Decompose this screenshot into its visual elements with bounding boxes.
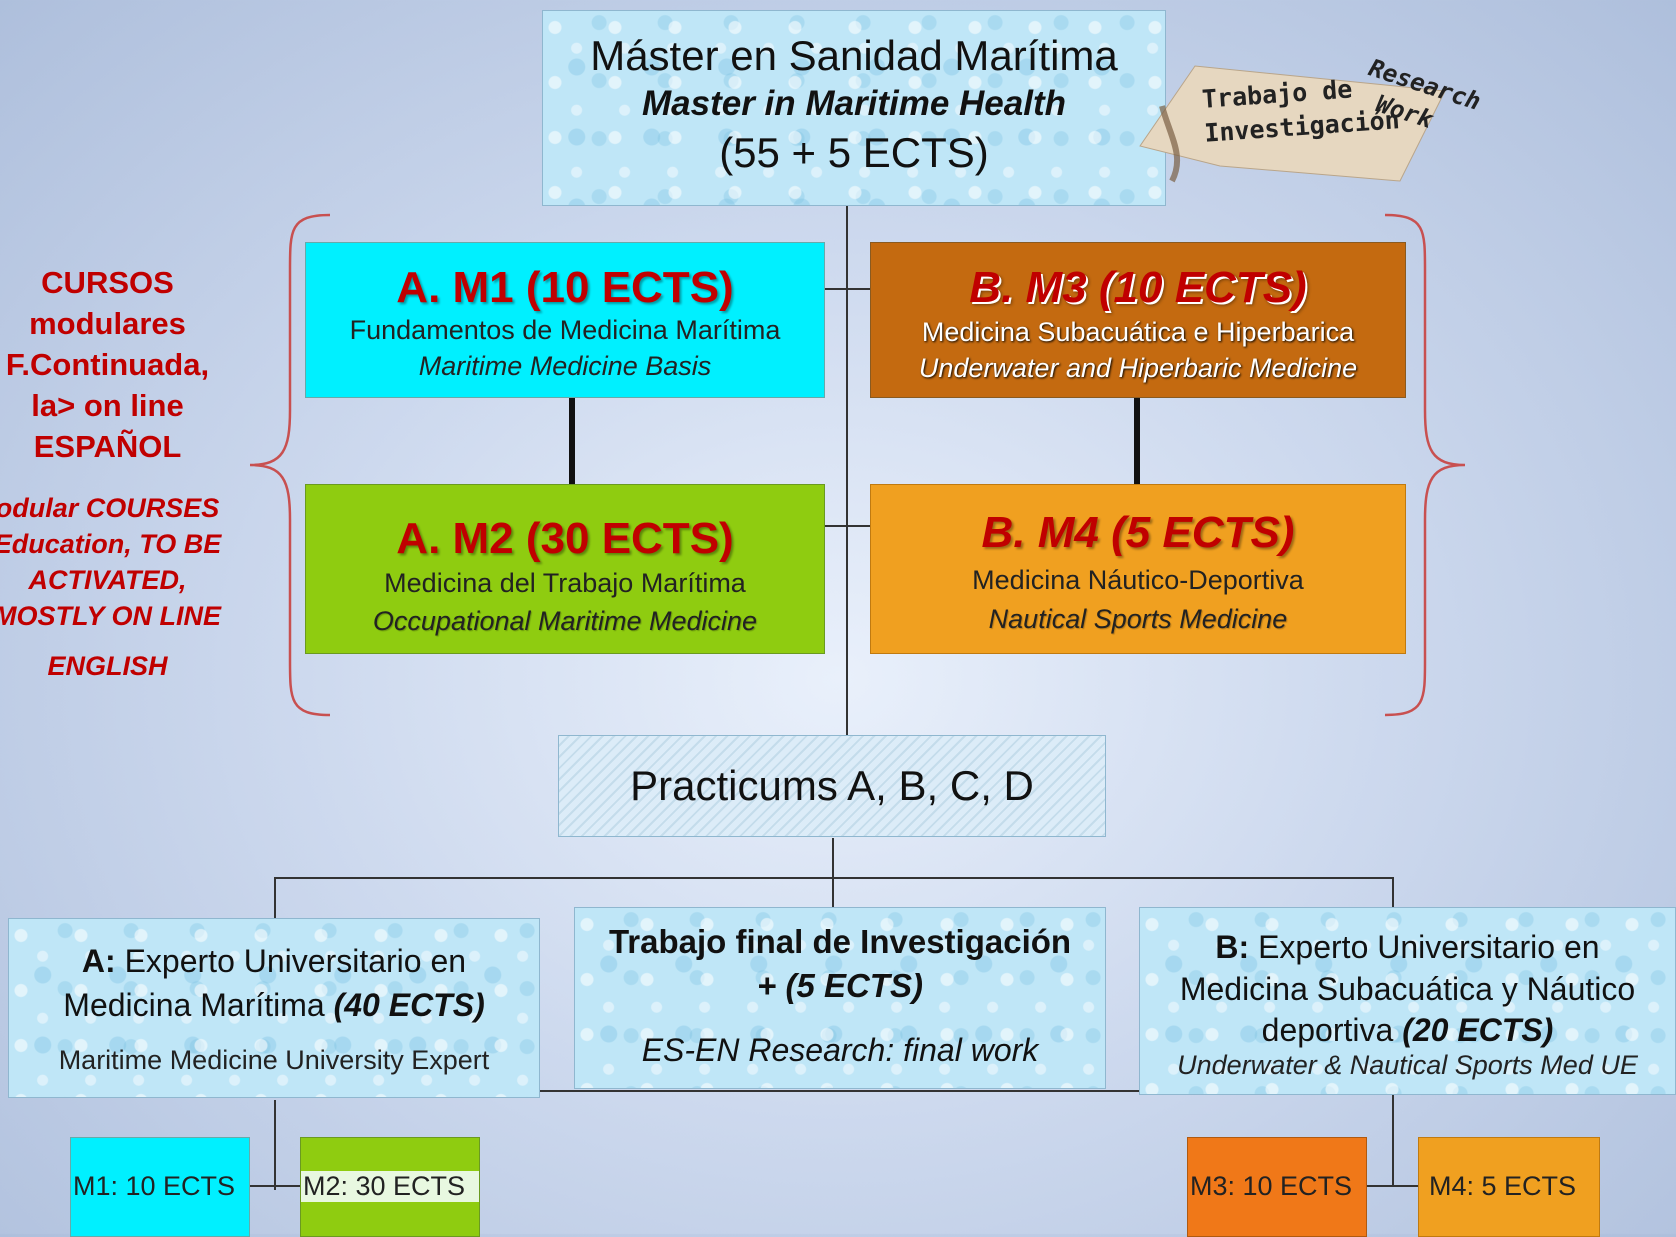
module-m4-box: B. M4 (5 ECTS) Medicina Náutico-Deportiv… [870,484,1406,654]
connector-bottom-link [538,1090,1140,1092]
connector-bottom-bar [274,877,1394,879]
connector-right-drop [1392,877,1394,907]
connector-mini-m1-m2 [250,1185,302,1187]
practicums-box: Practicums A, B, C, D [558,735,1106,837]
expert-b-line1-text: Experto Universitario en [1249,929,1600,965]
final-work-line2: + (5 ECTS) [757,967,923,1004]
module-m1-box: A. M1 (10 ECTS) Fundamentos de Medicina … [305,242,825,398]
module-m1-en: Maritime Medicine Basis [418,351,712,381]
right-brace [1384,213,1466,717]
master-title-es: Máster en Sanidad Marítima [590,32,1118,79]
expert-a-box: A: Experto Universitario en Medicina Mar… [8,918,540,1098]
left-note-es-line: la> on line [31,388,184,423]
expert-b-line3: deportiva (20 ECTS) [1140,1010,1675,1050]
left-note-en: odular COURSES Education, TO BE ACTIVATE… [0,490,245,684]
mini-m1-box: M1: 10 ECTS [70,1137,250,1237]
mini-m4-box: M4: 5 ECTS [1418,1137,1600,1237]
module-m2-box: A. M2 (30 ECTS) Medicina del Trabajo Mar… [305,484,825,654]
expert-b-line1: B: Experto Universitario en [1140,926,1675,968]
mini-m1-label: M1: 10 ECTS [73,1171,236,1201]
module-m1-es: Fundamentos de Medicina Marítima [349,315,781,345]
expert-a-line2: Medicina Marítima (40 ECTS) [9,983,539,1027]
connector-trunk [846,205,848,735]
left-note-en-line: Education, TO BE [0,529,222,559]
mini-m2-label: M2: 30 ECTS [301,1171,479,1202]
expert-a-prefix: A: [81,943,116,979]
connector-m4 [848,525,872,527]
connector-m3 [848,288,872,290]
left-note-es-line: modulares [29,306,186,341]
final-work-line1: Trabajo final de Investigación [608,923,1072,960]
left-brace [249,213,331,717]
connector-m1-m2 [569,398,575,484]
left-note-es: CURSOS modulares F.Continuada, la> on li… [0,262,235,467]
expert-b-prefix: B: [1215,929,1250,965]
connector-expert-a-mini [274,1100,276,1190]
module-m4-title: B. M4 (5 ECTS) [981,508,1295,557]
left-note-en-line: ENGLISH [47,651,168,681]
expert-a-line1-text: Experto Universitario en [115,943,467,979]
master-title-box: Máster en Sanidad Marítima Master in Mar… [542,10,1166,206]
expert-b-en: Underwater & Nautical Sports Med UE [1177,1050,1638,1080]
paper-scrap-icon [1139,65,1446,183]
mini-m3-box: M3: 10 ECTS [1187,1137,1367,1237]
left-note-es-line: ESPAÑOL [33,429,182,464]
connector-m2 [824,525,848,527]
connector-mini-m3-m4 [1367,1185,1419,1187]
expert-a-line2-text: Medicina Marítima [63,987,334,1023]
left-note-es-line: CURSOS [41,265,174,300]
connector-m1 [824,288,848,290]
final-work-en: ES-EN Research: final work [641,1032,1039,1068]
module-m3-box: B. M3 (10 ECTS) Medicina Subacuática e H… [870,242,1406,398]
expert-a-credits: (40 ECTS) [333,987,485,1023]
expert-b-line2: Medicina Subacuática y Náutico [1179,971,1636,1007]
expert-a-en: Maritime Medicine University Expert [58,1045,490,1075]
mini-m3-label: M3: 10 ECTS [1190,1171,1353,1201]
module-m3-en: Underwater and Hiperbaric Medicine [918,353,1358,383]
module-m1-title: A. M1 (10 ECTS) [396,263,734,312]
module-m3-title: B. M3 (10 ECTS) [969,263,1307,312]
connector-m3-m4 [1134,398,1140,484]
expert-b-line3-text: deportiva [1261,1012,1403,1048]
left-note-es-line: F.Continuada, [5,347,210,382]
connector-practicums-down [832,838,834,908]
connector-left-drop [274,877,276,919]
master-credits: (55 + 5 ECTS) [719,129,989,176]
mini-m4-label: M4: 5 ECTS [1429,1171,1577,1201]
module-m2-en: Occupational Maritime Medicine [372,606,758,636]
final-work-box: Trabajo final de Investigación + (5 ECTS… [574,907,1106,1089]
left-note-en-line: odular COURSES [0,493,220,523]
expert-b-credits: (20 ECTS) [1402,1012,1554,1048]
module-m4-es: Medicina Náutico-Deportiva [972,565,1304,595]
module-m4-en: Nautical Sports Medicine [988,604,1288,634]
expert-a-line1: A: Experto Universitario en [9,939,539,983]
left-note-en-line: MOSTLY ON LINE [0,601,221,631]
practicums-label: Practicums A, B, C, D [630,762,1034,809]
mini-m2-box: M2: 30 ECTS [300,1137,480,1237]
expert-b-box: B: Experto Universitario en Medicina Sub… [1139,907,1676,1095]
left-note-en-line: ACTIVATED, [28,565,187,595]
module-m3-es: Medicina Subacuática e Hiperbarica [921,317,1355,347]
research-tag: Trabajo de Investigación Research Work [1100,46,1500,186]
module-m2-title: A. M2 (30 ECTS) [396,514,734,563]
module-m2-es: Medicina del Trabajo Marítima [384,568,746,598]
master-title-en: Master in Maritime Health [642,84,1066,123]
connector-expert-b-mini [1392,1095,1394,1187]
